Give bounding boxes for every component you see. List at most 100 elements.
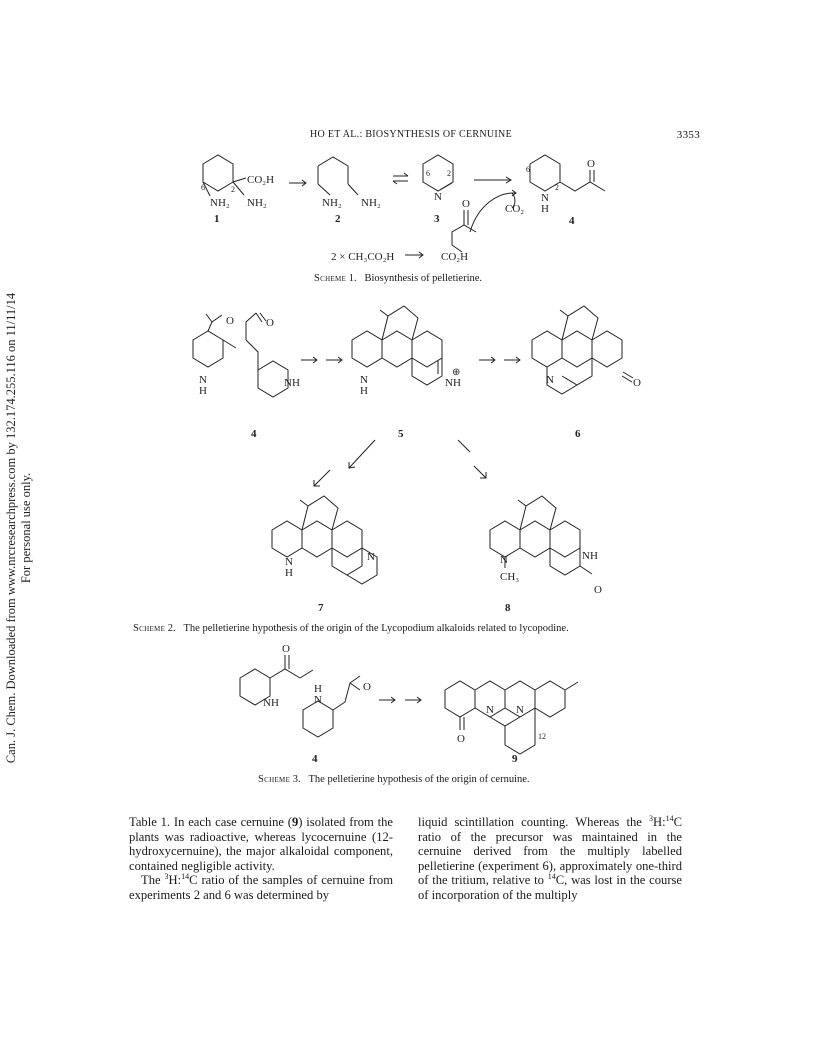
label-n-4: N xyxy=(541,192,549,204)
ring-6a xyxy=(531,330,563,368)
compound-number-9: 9 xyxy=(512,753,518,765)
arrow-reagent xyxy=(405,251,424,259)
label-co2h-acetoacetate: CO₂H xyxy=(441,251,468,263)
label-pos2-4: 2 xyxy=(555,183,559,192)
ring-4b-s3 xyxy=(302,700,334,738)
compound-number-7: 7 xyxy=(318,602,324,614)
acetoacetate-unit xyxy=(451,210,477,253)
scheme2-labels: O O N H NH 4 N H NH ⊕ 5 N O 6 N H N 7 N … xyxy=(199,315,641,614)
label-pos6-4: 6 xyxy=(526,165,530,174)
arrow-1-2-head xyxy=(301,179,307,187)
scheme3-caption-label: Scheme xyxy=(258,774,291,785)
label-nh2-1b: NH₂ xyxy=(247,197,267,209)
ring-9b xyxy=(474,680,506,718)
scheme3-structures xyxy=(239,655,579,755)
label-o-9: O xyxy=(457,733,465,745)
label-o-4b-s3: O xyxy=(363,681,371,693)
ring-5c xyxy=(411,330,443,368)
label-nh2-1a: NH₂ xyxy=(210,197,230,209)
scheme1-caption-number: 1. xyxy=(348,273,357,284)
superscript-3: 3 xyxy=(164,872,169,882)
carbonyl-6 xyxy=(621,371,634,383)
label-co2: CO₂ xyxy=(505,203,524,215)
label-n-9b: N xyxy=(516,704,524,716)
scheme2-caption-number: 2. xyxy=(167,623,176,634)
ring-9c xyxy=(504,680,536,718)
compound-number-6: 6 xyxy=(575,428,581,440)
superscript-14: 14 xyxy=(547,872,556,882)
label-nh-5: NH xyxy=(445,377,461,389)
scheme3-labels: O O NH H N 4 N N O 12 9 xyxy=(263,643,546,765)
arrow-s3-a xyxy=(379,696,396,704)
running-title: HO ET AL.: BIOSYNTHESIS OF CERNUINE xyxy=(310,129,512,140)
text-run: C ratio of the samples of cernuine from … xyxy=(129,873,393,902)
label-nh-8: NH xyxy=(582,550,598,562)
label-h-5: H xyxy=(360,385,368,397)
label-n-9a: N xyxy=(486,704,494,716)
label-co2h: CO₂H xyxy=(247,174,274,186)
ring-5a xyxy=(351,330,383,368)
arrow-5-7a xyxy=(348,439,376,469)
scheme3-caption-number: 3. xyxy=(292,774,301,785)
text-run: C, was lost in the course of incorporati… xyxy=(418,873,683,902)
label-o-4a-s3: O xyxy=(282,643,290,655)
scheme3-caption-text: The pelletierine hypothesis of the origi… xyxy=(308,774,530,785)
label-n-6: N xyxy=(546,374,554,386)
arrow-x-5 xyxy=(326,356,343,364)
compound-ref-9: 9 xyxy=(291,815,299,829)
label-plus-5: ⊕ xyxy=(452,367,460,378)
scheme1-labels: CO₂H NH₂ NH₂ 6 2 1 NH₂ NH₂ 2 6 2 N 3 6 2… xyxy=(201,158,595,263)
sidechain-4a-s3 xyxy=(269,655,314,679)
label-n-4a: N xyxy=(199,374,207,386)
label-nh2-2a: NH₂ xyxy=(322,197,342,209)
label-h-4: H xyxy=(541,203,549,215)
ring-7a xyxy=(271,520,303,558)
ring-7d-pyridine xyxy=(331,547,378,585)
arrow-5-8 xyxy=(457,439,487,479)
label-h-4b-s3: H xyxy=(314,683,322,695)
bridge-6 xyxy=(559,305,599,341)
ring-6b xyxy=(561,330,593,368)
chain-4b xyxy=(245,312,267,340)
sidechain-compound-4 xyxy=(559,170,606,192)
scheme1-caption-label: Scheme xyxy=(314,273,347,284)
arrow-x-6 xyxy=(504,356,521,364)
scheme2-caption-text: The pelletierine hypothesis of the origi… xyxy=(183,623,569,634)
bridge-8 xyxy=(517,495,557,531)
label-h-7: H xyxy=(285,567,293,579)
bond-co2h xyxy=(232,177,247,183)
scheme3-caption: Scheme 3. The pelletierine hypothesis of… xyxy=(258,774,530,785)
ring-9e xyxy=(489,708,536,755)
carbonyl-9 xyxy=(459,717,465,730)
text-run: ) isolated from the plants was radioacti… xyxy=(129,815,393,873)
paragraph-2: The 3H:14C ratio of the samples of cernu… xyxy=(129,873,393,902)
superscript-3: 3 xyxy=(649,813,653,823)
ring-8d-lactam xyxy=(549,548,593,576)
label-o-6: O xyxy=(633,377,641,389)
label-o-4a: O xyxy=(226,315,234,327)
link-4b xyxy=(245,339,259,370)
ring-8b xyxy=(519,520,551,558)
reagent-acetate: 2 × CH₃CO₂H xyxy=(331,251,394,263)
paragraph-1: Table 1. In each case cernuine (9) isola… xyxy=(129,815,393,873)
label-n-8: N xyxy=(500,554,508,566)
text-run: H: xyxy=(168,873,182,888)
ring-4b xyxy=(257,360,289,398)
superscript-14: 14 xyxy=(665,813,674,823)
label-pos12-9: 12 xyxy=(538,732,546,741)
label-n-4b-s3: N xyxy=(314,694,322,706)
label-n-7a: N xyxy=(285,556,293,568)
label-n-5: N xyxy=(360,374,368,386)
arrow-5-7b xyxy=(313,469,331,487)
compound-number-8: 8 xyxy=(505,602,511,614)
bond-nh2-a xyxy=(232,181,245,196)
body-column-1: Table 1. In each case cernuine (9) isola… xyxy=(129,815,393,903)
double-bond-3 xyxy=(439,182,453,191)
sidechain-4a xyxy=(205,313,237,349)
arrow-s3-b xyxy=(405,696,422,704)
arrow-4-x xyxy=(301,356,318,364)
ring-9d xyxy=(534,680,566,718)
ring-compound-3 xyxy=(422,154,454,192)
label-o-4b: O xyxy=(266,317,274,329)
